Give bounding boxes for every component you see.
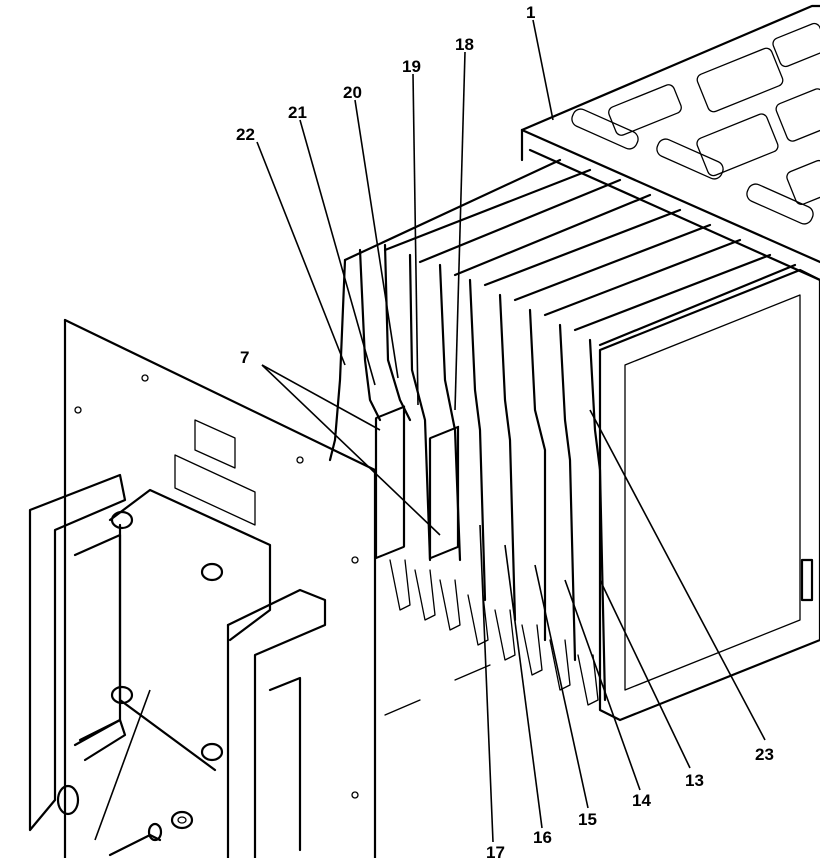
callout-labels: 1 7 13 14 15 16 17 18 19 20 21 22 23 (236, 3, 774, 862)
mounting-screws (108, 810, 194, 857)
callout-19: 19 (402, 57, 421, 76)
card-cage-top-plate (520, 4, 820, 282)
callout-1: 1 (526, 3, 535, 22)
callout-16: 16 (533, 828, 552, 847)
left-handle (28, 473, 127, 832)
right-handle (226, 588, 327, 860)
callout-15: 15 (578, 810, 597, 829)
callout-13: 13 (685, 771, 704, 790)
callout-20: 20 (343, 83, 362, 102)
front-panel (63, 318, 377, 860)
leader-lines (94, 19, 766, 843)
callout-23: 23 (755, 745, 774, 764)
callout-18: 18 (455, 35, 474, 54)
callout-14: 14 (632, 791, 651, 810)
callout-17: 17 (486, 843, 505, 858)
callout-7: 7 (240, 348, 249, 367)
callout-21: 21 (288, 103, 307, 122)
circuit-card-stack (328, 158, 820, 722)
callout-22: 22 (236, 125, 255, 144)
display-module (108, 488, 272, 772)
